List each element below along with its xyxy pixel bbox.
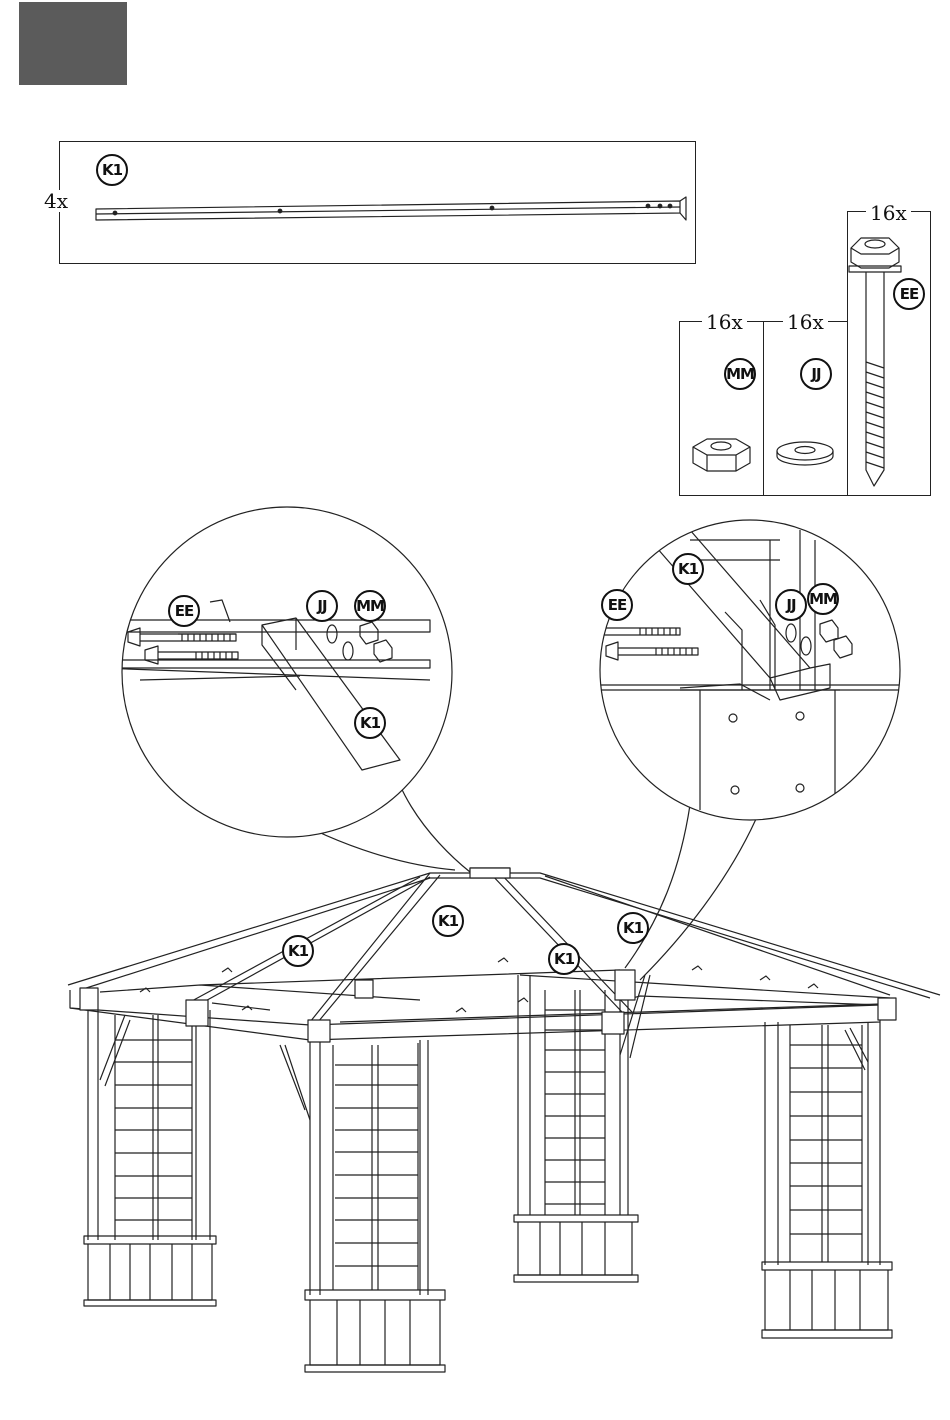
detail-circle-right [590,520,900,820]
mm-quantity: 16x [702,311,747,333]
post-left [84,1010,216,1306]
bracket-marks [140,958,818,1012]
detail-left-k1-label: K1 [354,707,386,739]
detail-right-jj-label: JJ [775,589,807,621]
main-k1-label-center: K1 [432,905,464,937]
detail-circle-left [100,507,452,837]
detail-left-jj-label: JJ [306,590,338,622]
detail-left-ee-label: EE [168,595,200,627]
callout-line-right [625,805,760,980]
mm-part-label: MM [724,358,756,390]
ee-quantity: 16x [866,202,911,224]
ee-part-label: EE [893,278,925,310]
jj-part-label: JJ [800,358,832,390]
post-back-middle [514,975,650,1282]
post-front-left [280,1040,445,1372]
jj-quantity: 16x [783,311,828,333]
main-k1-label-front: K1 [548,943,580,975]
detail-right-mm-label: MM [807,583,839,615]
detail-right-ee-label: EE [601,589,633,621]
detail-left-mm-label: MM [354,590,386,622]
jj-washer-drawing [777,442,833,465]
post-right [762,1022,892,1338]
main-k1-label-left: K1 [282,935,314,967]
ee-bolt-drawing [849,238,901,486]
main-k1-label-right: K1 [617,912,649,944]
roof-frame [68,868,940,1022]
detail-right-k1-label: K1 [672,553,704,585]
mm-nut-drawing [693,439,750,471]
k1-bar-drawing [96,197,686,220]
